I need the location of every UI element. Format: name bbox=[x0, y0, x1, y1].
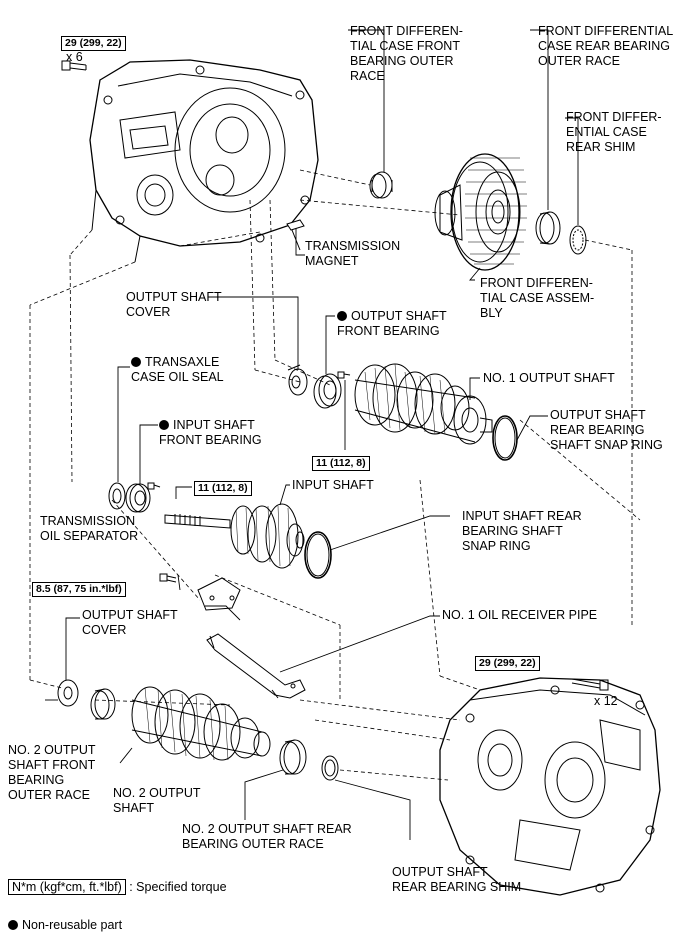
front-diff-rear-bearing-outer-race bbox=[535, 211, 561, 245]
separator-bolt bbox=[159, 573, 177, 583]
torque-spec-bearing-retainer-upper: 11 (112, 8) bbox=[312, 456, 370, 471]
label-no2-output-shaft: NO. 2 OUTPUT SHAFT bbox=[113, 786, 201, 815]
transaxle-case-rear bbox=[439, 677, 661, 896]
front-diff-case-assembly bbox=[434, 153, 527, 271]
torque-spec-case-bolt-top: 29 (299, 22) bbox=[61, 36, 126, 51]
no2-output-shaft bbox=[131, 686, 271, 761]
label-front-diff-case-assembly: FRONT DIFFEREN- TIAL CASE ASSEM- BLY bbox=[480, 276, 595, 320]
label-transaxle-case-oil-seal: TRANSAXLE CASE OIL SEAL bbox=[131, 355, 224, 385]
label-transmission-magnet: TRANSMISSION MAGNET bbox=[305, 239, 401, 268]
qty-case-bolt-top: x 6 bbox=[66, 50, 83, 64]
label-transmission-oil-separator: TRANSMISSION OIL SEPARATOR bbox=[40, 514, 139, 543]
label-output-shaft-front-bearing-text: OUTPUT SHAFT FRONT BEARING bbox=[337, 309, 447, 338]
label-input-shaft-front-bearing: INPUT SHAFT FRONT BEARING bbox=[159, 418, 262, 448]
label-transaxle-case-oil-seal-text: TRANSAXLE CASE OIL SEAL bbox=[131, 355, 224, 384]
legend-non-reusable-text: Non-reusable part bbox=[22, 918, 123, 932]
legend-non-reusable: Non-reusable part bbox=[8, 918, 122, 932]
legend-torque-unit: N*m (kgf*cm, ft.*lbf) bbox=[8, 879, 126, 895]
label-input-shaft-rear-bearing-snap-ring: INPUT SHAFT REAR BEARING SHAFT SNAP RING bbox=[462, 509, 582, 553]
case-bolt-right bbox=[571, 678, 609, 691]
label-output-shaft-rear-bearing-snap-ring: OUTPUT SHAFT REAR BEARING SHAFT SNAP RIN… bbox=[550, 408, 663, 452]
torque-spec-case-bolt-right: 29 (299, 22) bbox=[475, 656, 540, 671]
label-output-shaft-cover-upper: OUTPUT SHAFT COVER bbox=[126, 290, 222, 319]
non-reusable-dot-icon bbox=[8, 920, 18, 930]
bearing-retainer-bolt-upper bbox=[337, 371, 351, 379]
label-front-diff-rear-bearing-outer-race: FRONT DIFFERENTIAL CASE REAR BEARING OUT… bbox=[538, 24, 674, 68]
input-shaft-rear-bearing-snap-ring bbox=[304, 531, 332, 579]
non-reusable-dot-icon bbox=[337, 311, 347, 321]
label-input-shaft-front-bearing-text: INPUT SHAFT FRONT BEARING bbox=[159, 418, 262, 447]
label-no1-output-shaft: NO. 1 OUTPUT SHAFT bbox=[483, 371, 615, 385]
transaxle-case-oil-seal bbox=[108, 482, 126, 510]
output-shaft-rear-bearing-snap-ring bbox=[492, 415, 518, 461]
label-output-shaft-rear-bearing-shim: OUTPUT SHAFT REAR BEARING SHIM bbox=[392, 865, 522, 894]
label-input-shaft: INPUT SHAFT bbox=[292, 478, 374, 492]
output-shaft-cover-upper bbox=[287, 364, 308, 396]
legend-torque: N*m (kgf*cm, ft.*lbf) : Specified torque bbox=[8, 879, 227, 895]
bearing-retainer-bolt-lower bbox=[147, 482, 161, 490]
no1-output-shaft bbox=[354, 363, 493, 445]
output-shaft-rear-bearing-shim bbox=[321, 755, 339, 781]
label-front-diff-front-bearing-outer-race: FRONT DIFFEREN- TIAL CASE FRONT BEARING … bbox=[350, 24, 463, 83]
output-shaft-cover-lower bbox=[57, 679, 79, 707]
output-shaft-front-bearing bbox=[313, 373, 342, 409]
case-bolt-top bbox=[61, 60, 87, 71]
torque-spec-separator-bolt: 8.5 (87, 75 in.*lbf) bbox=[32, 582, 126, 597]
non-reusable-dot-icon bbox=[159, 420, 169, 430]
label-no2-output-shaft-front-bearing-outer-race: NO. 2 OUTPUT SHAFT FRONT BEARING OUTER R… bbox=[8, 743, 96, 802]
qty-case-bolt-right: x 12 bbox=[594, 694, 618, 708]
label-output-shaft-front-bearing: OUTPUT SHAFT FRONT BEARING bbox=[337, 309, 447, 339]
transmission-case-front bbox=[89, 59, 319, 263]
label-no2-output-shaft-rear-bearing-outer-race: NO. 2 OUTPUT SHAFT REAR BEARING OUTER RA… bbox=[182, 822, 352, 851]
label-output-shaft-cover-lower: OUTPUT SHAFT COVER bbox=[82, 608, 178, 637]
front-diff-rear-shim bbox=[569, 225, 587, 255]
no2-output-shaft-front-bearing-outer-race bbox=[90, 688, 116, 720]
no2-output-shaft-rear-bearing-outer-race bbox=[279, 739, 307, 775]
non-reusable-dot-icon bbox=[131, 357, 141, 367]
legend-torque-desc: : Specified torque bbox=[129, 880, 227, 894]
input-shaft-front-bearing bbox=[125, 483, 151, 513]
label-front-diff-rear-shim: FRONT DIFFER- ENTIAL CASE REAR SHIM bbox=[566, 110, 662, 154]
front-diff-front-bearing-outer-race bbox=[369, 171, 393, 199]
transmission-oil-separator bbox=[197, 577, 241, 611]
transmission-magnet bbox=[286, 219, 305, 231]
torque-spec-bearing-retainer-lower: 11 (112, 8) bbox=[194, 481, 252, 496]
label-no1-oil-receiver-pipe: NO. 1 OIL RECEIVER PIPE bbox=[442, 608, 598, 622]
input-shaft bbox=[164, 503, 305, 569]
no1-oil-receiver-pipe bbox=[206, 633, 306, 699]
